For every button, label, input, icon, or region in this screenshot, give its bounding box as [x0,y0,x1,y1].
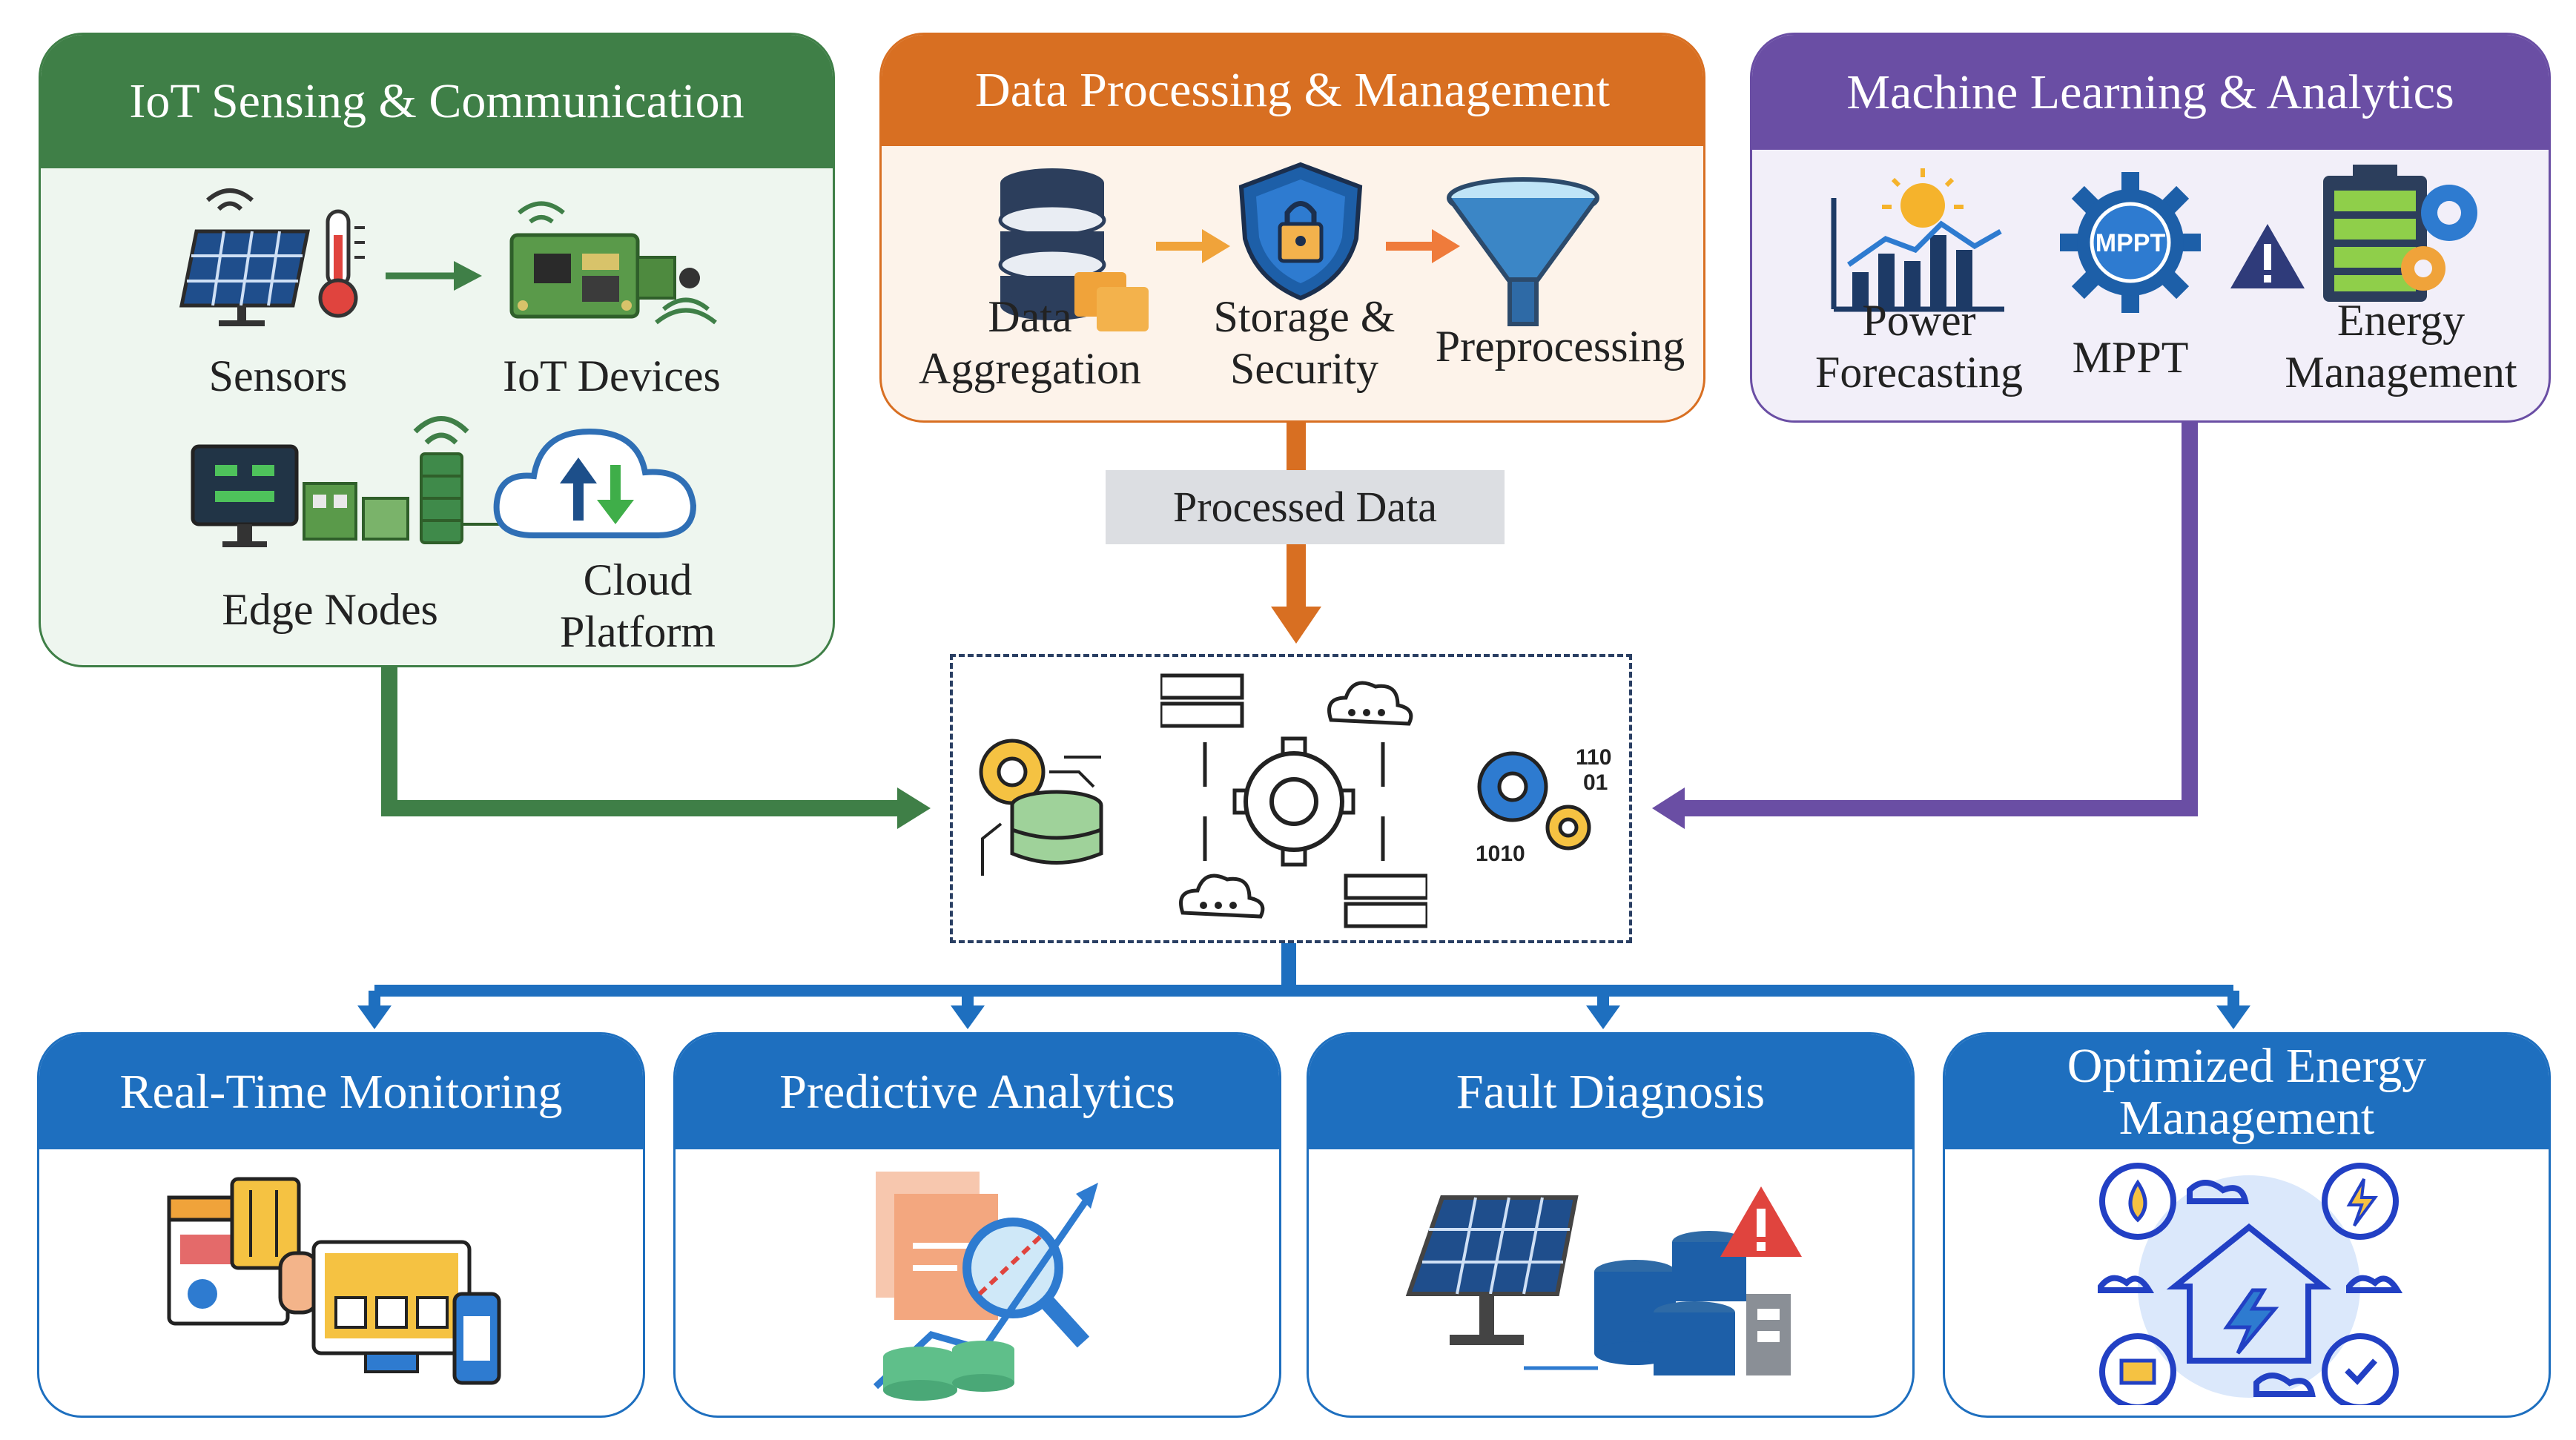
cloud-platform-label: Cloud Platform [560,555,716,656]
mppt-badge-text: MPPT [2096,229,2166,257]
processed-data-label: Processed Data [1106,470,1505,544]
data-aggregation-label: Data Aggregation [919,292,1141,393]
fault-diagnosis-icon [1405,1186,1802,1375]
energy-management-label: Energy Management [2285,296,2517,397]
storage-security-label: Storage & Security [1213,292,1396,393]
data-processing-panel-title: Data Processing & Management [882,35,1703,146]
central-gear-network-icon [1160,673,1427,928]
solar-panel-icon [179,188,311,326]
real-time-monitoring-icon [167,1177,501,1385]
output-panel-title: Predictive Analytics [676,1034,1279,1149]
ml-panel-title: Machine Learning & Analytics [1752,35,2549,150]
security-shield-icon [1238,162,1363,301]
arrow-right-icon-1 [1156,229,1230,263]
edge-node-icon [191,416,534,547]
output-panel-title: Optimized Energy Management [1945,1034,2549,1149]
arrow-right-icon-2 [1386,229,1460,263]
cloud-platform-icon [493,428,697,538]
output-panel-predictive: Predictive Analytics [673,1032,1281,1418]
processing-to-hub-arrow [1271,423,1321,644]
iot-panel-title: IoT Sensing & Communication [41,35,833,168]
arrow-right-icon [386,261,482,291]
optimized-energy-icon [2098,1163,2403,1405]
sensors-label: Sensors [208,351,348,400]
iot-device-board-icon [509,201,717,325]
ml-to-hub-arrow [1652,423,2198,829]
binary-bottom-text: 1010 [1476,842,1525,866]
output-panel-energy: Optimized Energy Management [1943,1032,2551,1418]
power-forecasting-label: Power Forecasting [1815,296,2023,397]
gear-database-icon [979,739,1103,876]
output-panel-fault: Fault Diagnosis [1307,1032,1915,1418]
predictive-analytics-icon [873,1172,1098,1401]
output-panel-title: Fault Diagnosis [1309,1034,1912,1149]
iot-devices-label: IoT Devices [503,351,721,400]
mppt-label: MPPT [2072,333,2189,382]
data-processing-panel: Data Processing & Management Data Aggreg… [879,33,1705,423]
thermometer-icon [318,209,365,318]
iot-sensing-panel: IoT Sensing & Communication [39,33,835,667]
preprocessing-label: Preprocessing [1435,322,1685,371]
output-panel-title: Real-Time Monitoring [39,1034,643,1149]
power-forecasting-icon [1831,168,2004,312]
output-panel-monitoring: Real-Time Monitoring [37,1032,645,1418]
ml-analytics-panel: Machine Learning & Analytics MPPT [1750,33,2551,423]
warning-icon [2230,224,2305,288]
mppt-gear-icon: MPPT [2060,172,2201,313]
hub-to-outputs-arrows [357,943,2250,1029]
database-aggregation-icon [998,168,1149,331]
funnel-icon [1447,177,1599,326]
edge-nodes-label: Edge Nodes [222,585,438,634]
iot-to-hub-arrow [381,667,931,829]
energy-management-battery-icon [2323,165,2477,302]
